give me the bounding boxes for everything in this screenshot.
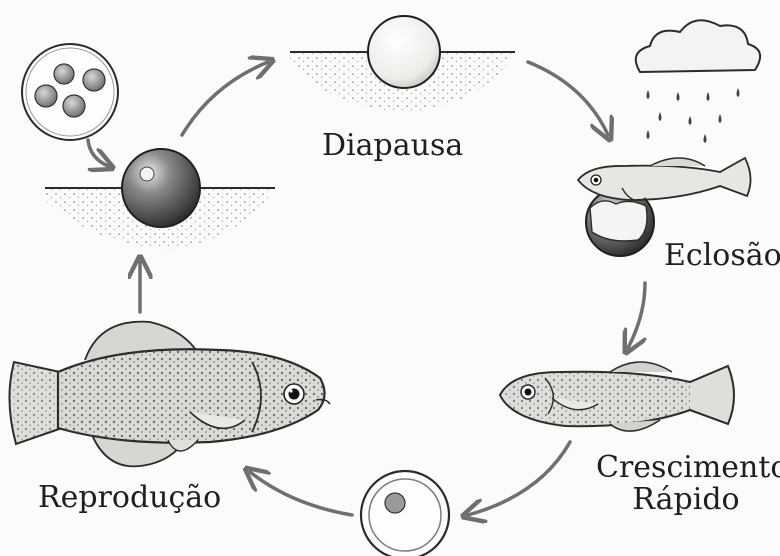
stage-label-eclosao: Eclosão: [664, 240, 780, 272]
developing-egg-icon: [361, 471, 449, 556]
eggs-cluster-icon: [22, 44, 118, 140]
stage-label-crescimento-line2: Rápido: [596, 484, 776, 516]
arrow-cluster-to-egg: [88, 140, 108, 166]
arrow-to-diapausa: [182, 62, 268, 135]
arrow-to-reproducao: [250, 472, 352, 515]
stage-label-diapausa: Diapausa: [322, 130, 463, 162]
arrow-to-egg: [468, 442, 570, 515]
juvenile-fish-icon: [500, 362, 734, 431]
stage-label-crescimento: Crescimento Rápido: [596, 452, 776, 515]
diapausa-egg-icon: [290, 16, 515, 112]
arrow-to-eclosao: [528, 62, 608, 135]
arrow-to-crescimento: [628, 283, 645, 348]
buried-egg-icon: [45, 149, 275, 250]
stage-label-crescimento-line1: Crescimento: [596, 452, 776, 484]
rain-cloud-icon: [636, 20, 760, 143]
adult-fish-icon: [9, 322, 330, 467]
stage-label-reproducao: Reprodução: [38, 482, 221, 514]
